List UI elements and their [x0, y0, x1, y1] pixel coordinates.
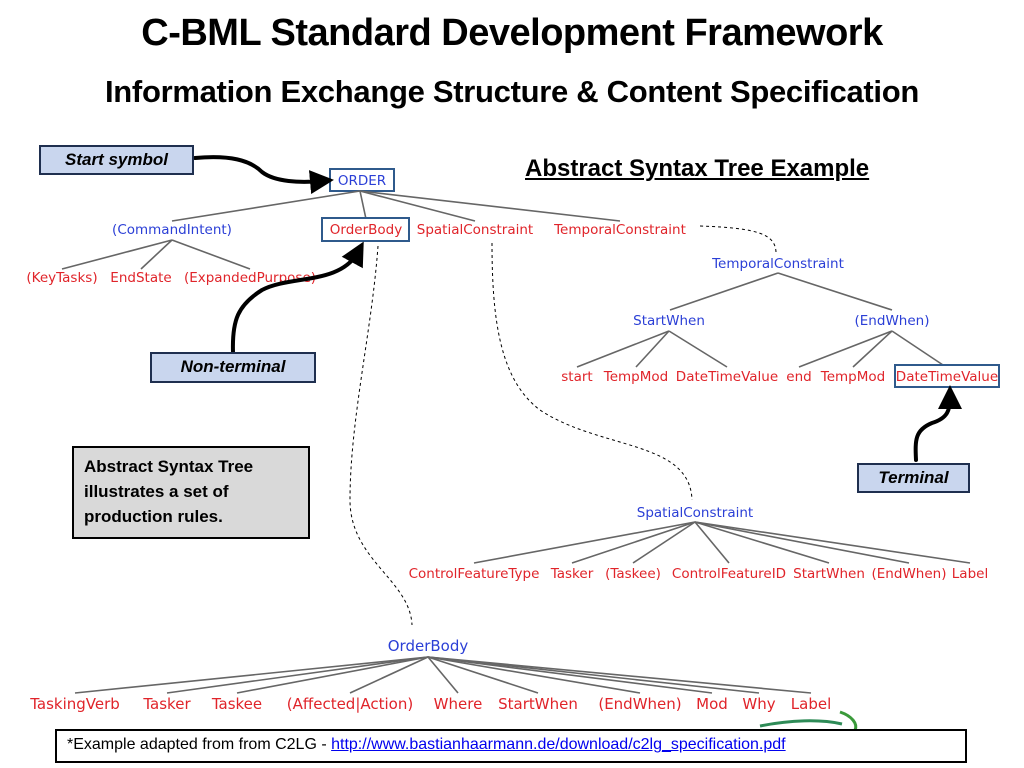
node-tempmod: TempMod — [603, 369, 668, 385]
node-datetimevalue: DateTimeValue — [676, 369, 778, 385]
edge — [669, 272, 779, 311]
edge — [694, 521, 730, 564]
edge — [576, 330, 670, 368]
edge — [668, 330, 728, 368]
node-affected-action: (Affected|Action) — [287, 695, 413, 713]
node-endwhen: (EndWhen) — [598, 695, 681, 713]
node-datetimevalue: DateTimeValue — [896, 369, 998, 385]
dashed-link — [699, 225, 777, 253]
edge — [798, 330, 893, 368]
source-link[interactable]: http://www.bastianhaarmann.de/download/c… — [331, 736, 786, 753]
edge — [171, 190, 361, 222]
node-control-feature-id: ControlFeatureID — [672, 566, 786, 582]
edge — [427, 656, 641, 694]
slide-subtitle: Information Exchange Structure & Content… — [104, 74, 919, 109]
terminal-callout: Terminal — [857, 463, 970, 493]
edge — [635, 330, 670, 368]
explanation-note: Abstract Syntax Tree illustrates a set o… — [72, 446, 310, 539]
logo-fragment — [759, 710, 858, 731]
node-endwhen: (EndWhen) — [872, 566, 947, 582]
section-heading: Abstract Syntax Tree Example — [525, 155, 870, 182]
node-end: end — [786, 369, 811, 385]
node-temporal: TemporalConstraint — [711, 256, 844, 272]
node-why: Why — [742, 695, 775, 713]
edge — [166, 656, 429, 694]
node-taskee: (Taskee) — [605, 566, 661, 582]
edge — [694, 521, 910, 564]
edge — [891, 330, 947, 368]
edge — [427, 656, 812, 694]
edge — [694, 521, 830, 564]
node-tempmod: TempMod — [820, 369, 885, 385]
edge — [74, 656, 429, 694]
node-tasker: Tasker — [142, 695, 191, 713]
start-symbol-arrow — [193, 155, 334, 195]
node-label: Label — [952, 566, 988, 582]
start-symbol-callout: Start symbol — [39, 145, 194, 175]
node-mod: Mod — [696, 695, 728, 713]
edge — [61, 239, 173, 270]
edge — [427, 656, 760, 694]
node-orderbody-expanded: OrderBody — [388, 637, 469, 655]
node-expanded-purpose: (ExpandedPurpose) — [184, 270, 316, 286]
non-terminal-arrow — [230, 241, 364, 354]
terminal-arrow — [913, 385, 962, 462]
node-command-intent: (CommandIntent) — [112, 222, 232, 238]
node-control-feature-type: ControlFeatureType — [409, 566, 540, 582]
node-spatial-constraint: SpatialConstraint — [417, 222, 533, 238]
node-spatial: SpatialConstraint — [637, 505, 753, 521]
edge — [571, 521, 696, 564]
root-node: ORDER — [338, 173, 386, 189]
dashed-link — [491, 242, 693, 501]
source-footnote: *Example adapted from from C2LG - http:/… — [55, 729, 967, 763]
edge — [236, 656, 429, 694]
node-label: Label — [791, 695, 831, 713]
node-startwhen: StartWhen — [793, 566, 865, 582]
orderbody-node-box — [321, 217, 410, 242]
node-endwhen: (EndWhen) — [855, 313, 930, 329]
footnote-text: *Example adapted from from C2LG - — [67, 736, 332, 753]
slide-title: C-BML Standard Development Framework — [141, 12, 883, 54]
node-startwhen: StartWhen — [498, 695, 578, 713]
edge — [359, 190, 367, 220]
edge — [359, 190, 621, 222]
edge — [473, 521, 696, 564]
dashed-link — [349, 245, 413, 626]
node-endstate: EndState — [110, 270, 171, 286]
node-keytasks: (KeyTasks) — [26, 270, 97, 286]
non-terminal-callout: Non-terminal — [150, 352, 316, 383]
edge — [632, 521, 696, 564]
edge — [427, 656, 539, 694]
edge — [171, 239, 251, 270]
edge — [694, 521, 971, 564]
edge — [777, 272, 893, 311]
node-tasking-verb: TaskingVerb — [29, 695, 120, 713]
node-tasker: Tasker — [550, 566, 594, 582]
edge — [852, 330, 893, 368]
node-taskee: Taskee — [211, 695, 262, 713]
edge — [140, 239, 173, 270]
edge — [359, 190, 476, 222]
node-temporal-constraint: TemporalConstraint — [553, 222, 686, 238]
edge — [349, 656, 429, 694]
edge — [427, 656, 459, 694]
node-start: start — [561, 369, 592, 385]
node-orderbody: OrderBody — [330, 222, 402, 238]
edge — [427, 656, 713, 694]
node-where: Where — [434, 695, 483, 713]
node-startwhen: StartWhen — [633, 313, 705, 329]
